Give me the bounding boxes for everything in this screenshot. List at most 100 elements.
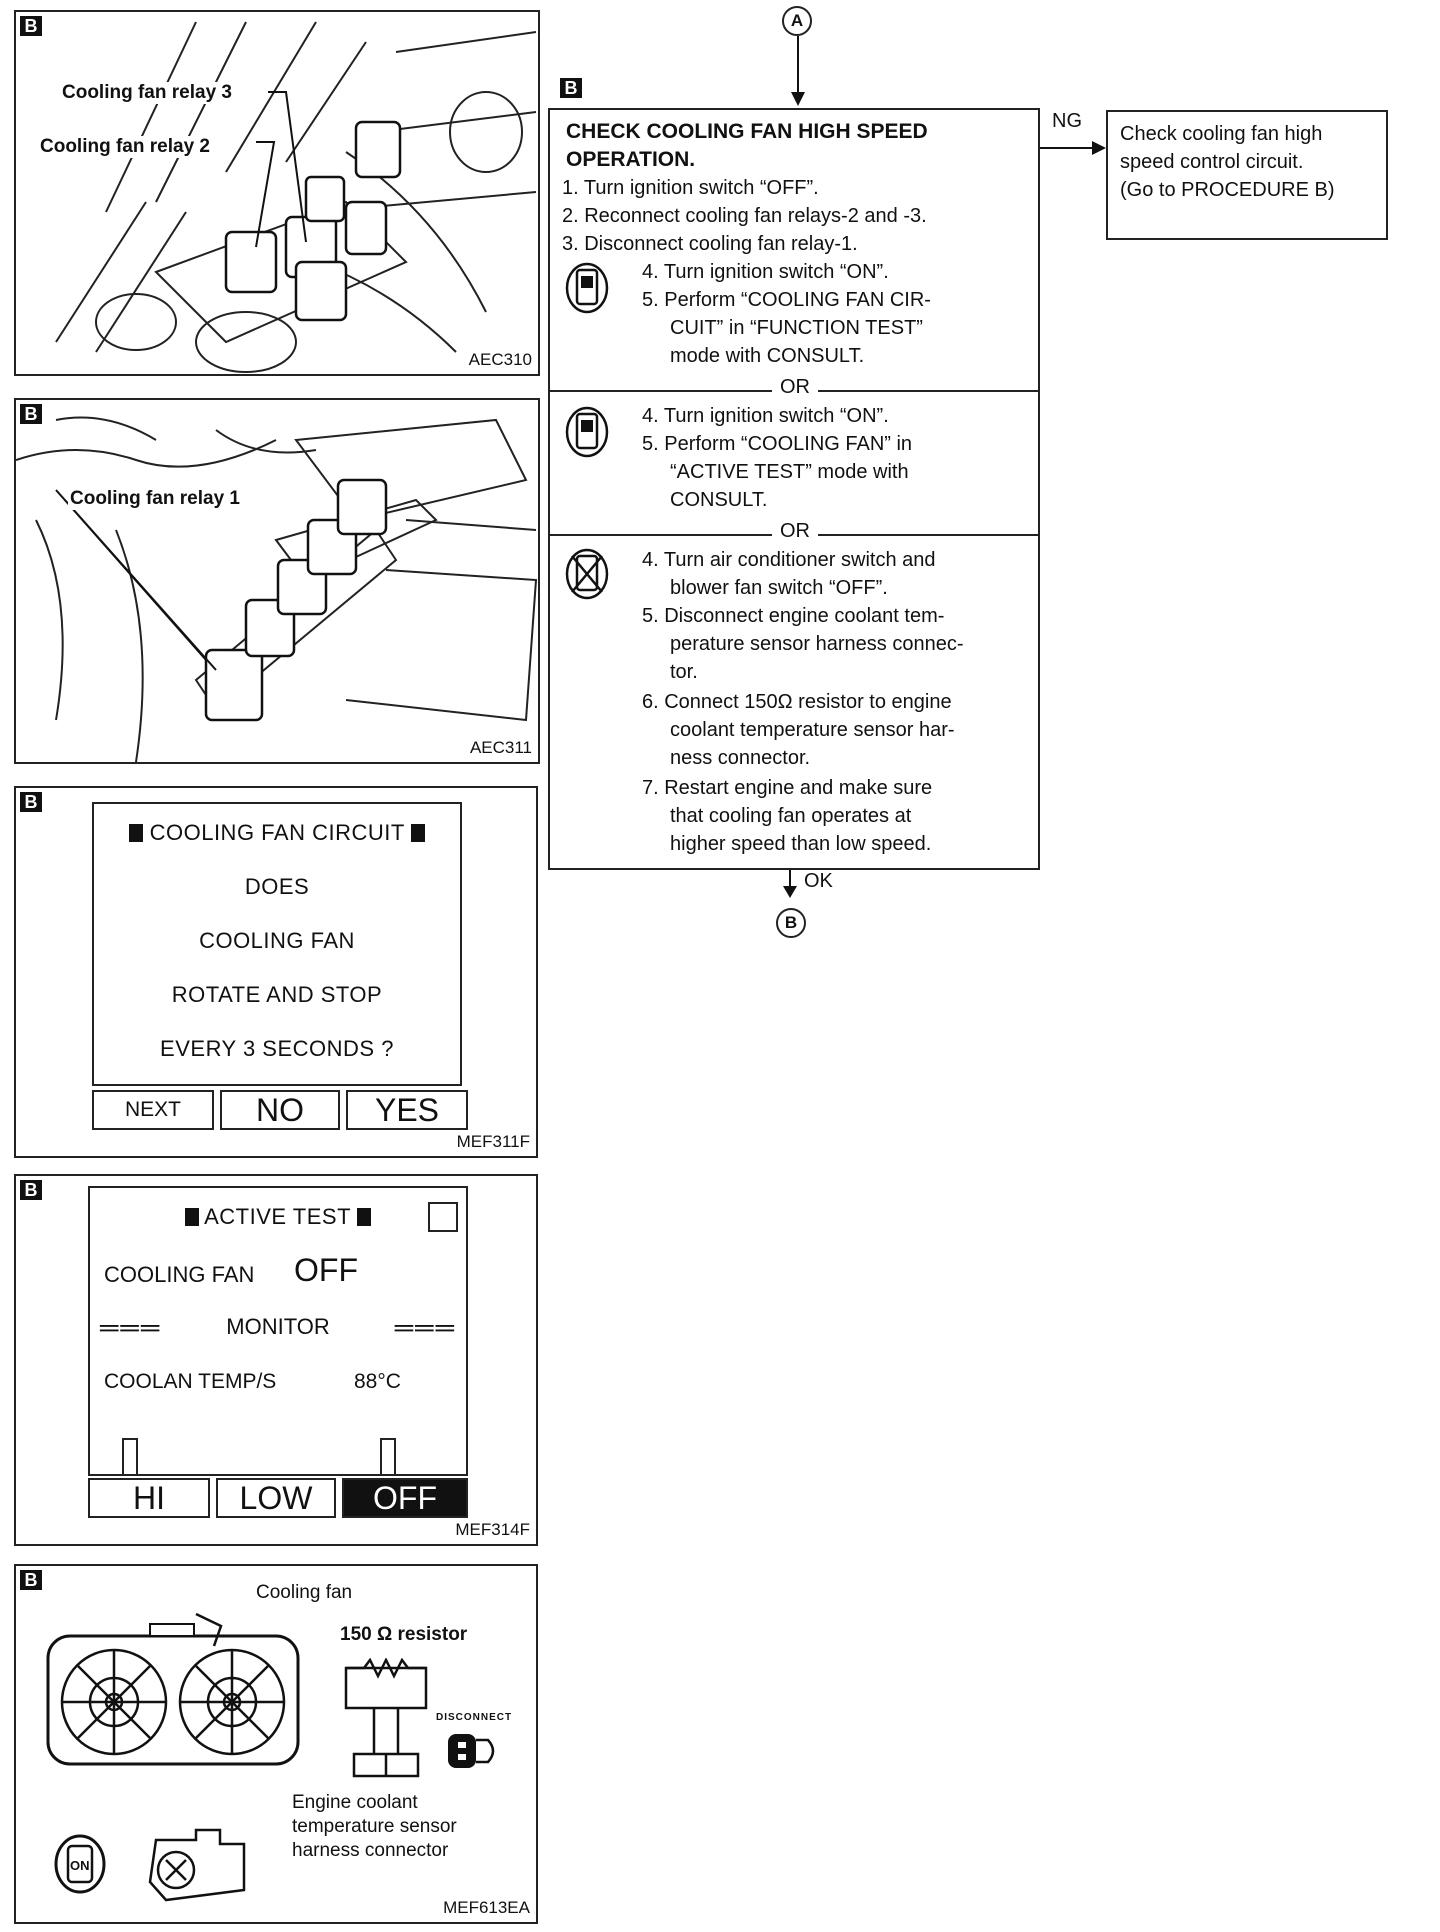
figure-id: MEF314F (455, 1520, 530, 1539)
consult-tool-icon (565, 262, 609, 314)
ignition-key-icon (54, 1834, 106, 1894)
figure-mef613ea: B Cooling fan 150 Ω resistor DISCONNECT … (14, 1564, 538, 1924)
screen-line: EVERY 3 SECONDS ? (160, 1036, 394, 1061)
low-button[interactable]: LOW (216, 1478, 336, 1518)
start-marker: A (782, 6, 812, 36)
step: 5. Disconnect engine coolant tem- (642, 605, 945, 627)
consult-tool-icon (565, 406, 609, 458)
section-badge: B (20, 1570, 42, 1590)
step: 6. Connect 150Ω resistor to engine (642, 691, 952, 713)
hi-button[interactable]: HI (88, 1478, 210, 1518)
screen-title-row: ACTIVE TEST (90, 1204, 466, 1230)
arrow-right-icon (1040, 141, 1106, 155)
screen-line: COOLING FAN (199, 928, 355, 953)
label-relay-1: Cooling fan relay 1 (68, 488, 242, 510)
label-relay-3: Cooling fan relay 3 (60, 82, 234, 104)
step: 4. Turn ignition switch “ON”. (642, 261, 889, 283)
label-key-on: ON (70, 1858, 90, 1873)
step: 4. Turn air conditioner switch and (642, 549, 936, 571)
figure-aec311: B Cooling fan relay 1 AEC311 (14, 398, 540, 764)
yes-button[interactable]: YES (346, 1090, 468, 1130)
monitor-label: MONITOR (226, 1314, 330, 1339)
label-sensor-line-1: Engine coolant (292, 1792, 418, 1813)
screen-line: ROTATE AND STOP (171, 982, 383, 1007)
step: 1. Turn ignition switch “OFF”. (562, 177, 819, 199)
monitor-row: ═══ MONITOR ═══ (100, 1312, 456, 1342)
figure-id: MEF311F (456, 1132, 530, 1151)
step: blower fan switch “OFF”. (670, 577, 888, 599)
engine-bay-illustration (55, 21, 537, 373)
engine-icon (148, 1828, 246, 1902)
label-sensor-line-2: temperature sensor (292, 1816, 457, 1837)
section-badge: B (20, 404, 42, 424)
figure-id: AEC311 (469, 738, 532, 757)
section-badge: B (560, 78, 582, 98)
consult-screen: ACTIVE TEST COOLING FAN OFF ═══ MONITOR … (88, 1186, 468, 1476)
check-procedure-box: CHECK COOLING FAN HIGH SPEED OPERATION. … (548, 108, 1040, 870)
section-badge: B (20, 16, 42, 36)
step: that cooling fan operates at (670, 805, 912, 827)
title-marker-icon (128, 824, 143, 842)
title-marker-icon (411, 824, 426, 842)
procedure-title: CHECK COOLING FAN HIGH SPEED OPERATION. (566, 120, 928, 171)
label-cooling-fan: Cooling fan (256, 1582, 353, 1603)
checkbox-icon[interactable] (428, 1202, 458, 1232)
ng-label: NG (1052, 110, 1082, 132)
arrow-down-icon (783, 870, 797, 898)
step: 7. Restart engine and make sure (642, 777, 933, 799)
or-label: OR (772, 376, 818, 399)
step: 5. Perform “COOLING FAN CIR- (642, 289, 931, 311)
pointer-hand-icon (380, 1438, 396, 1476)
section-badge: B (20, 792, 42, 812)
ng-text-line: Check cooling fan high (1120, 123, 1323, 145)
step: higher speed than low speed. (670, 833, 932, 855)
ng-text-line: (Go to PROCEDURE B) (1120, 179, 1335, 201)
ng-result-box: Check cooling fan high speed control cir… (1106, 110, 1388, 240)
step: CUIT” in “FUNCTION TEST” (670, 317, 923, 339)
step: 2. Reconnect cooling fan relays-2 and -3… (562, 205, 927, 227)
end-marker: B (776, 908, 806, 938)
relay-block-illustration (16, 416, 538, 762)
screen-title-row: COOLING FAN CIRCUIT (94, 820, 460, 846)
step: 5. Perform “COOLING FAN” in (642, 433, 913, 455)
step: coolant temperature sensor har- (670, 719, 955, 741)
step: mode with CONSULT. (670, 345, 865, 367)
screen-title: COOLING FAN CIRCUIT (149, 820, 405, 845)
step: 3. Disconnect cooling fan relay-1. (562, 233, 858, 255)
or-label: OR (772, 520, 818, 543)
label-relay-2: Cooling fan relay 2 (38, 136, 212, 158)
next-button[interactable]: NEXT (92, 1090, 214, 1130)
no-tool-icon (565, 548, 609, 600)
item-label: COOLING FAN (104, 1262, 255, 1287)
arrow-down-icon (791, 36, 805, 106)
resistor-icon (344, 1658, 428, 1778)
label-disconnect: DISCONNECT (436, 1712, 513, 1723)
screen-title: ACTIVE TEST (204, 1204, 351, 1229)
step: ness connector. (670, 747, 811, 769)
step: tor. (670, 661, 698, 683)
ok-label: OK (804, 870, 833, 892)
figure-id: MEF613EA (443, 1898, 530, 1917)
consult-screen: COOLING FAN CIRCUIT DOES COOLING FAN ROT… (92, 802, 462, 1086)
step: 4. Turn ignition switch “ON”. (642, 405, 889, 427)
title-marker-icon (184, 1208, 199, 1226)
cooling-fan-icon (46, 1612, 300, 1766)
sensor-label: COOLAN TEMP/S (104, 1370, 277, 1393)
no-button[interactable]: NO (220, 1090, 340, 1130)
step: perature sensor harness connec- (670, 633, 964, 655)
monitor-dash-icon: ═══ (394, 1312, 456, 1342)
sensor-value: 88°C (354, 1370, 401, 1393)
section-badge: B (20, 1180, 42, 1200)
pointer-hand-icon (122, 1438, 138, 1476)
off-button[interactable]: OFF (342, 1478, 468, 1518)
disconnect-icon (448, 1734, 495, 1768)
figure-mef311f: B COOLING FAN CIRCUIT DOES COOLING FAN R… (14, 786, 538, 1158)
figure-aec310: B Cooling fan relay 3 Cooling fan relay … (14, 10, 540, 376)
screen-line: DOES (244, 874, 310, 899)
figure-mef314f: B ACTIVE TEST COOLING FAN OFF ═══ MONITO… (14, 1174, 538, 1546)
ng-text-line: speed control circuit. (1120, 151, 1304, 173)
step: “ACTIVE TEST” mode with (670, 461, 909, 483)
step: CONSULT. (670, 489, 768, 511)
label-resistor: 150 Ω resistor (340, 1624, 468, 1645)
figure-id: AEC310 (468, 350, 532, 369)
